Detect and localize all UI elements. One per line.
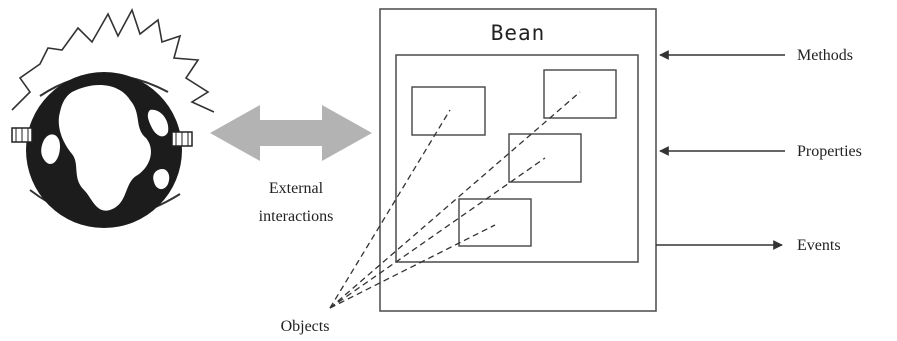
globe-continent bbox=[147, 109, 169, 137]
object-box bbox=[411, 86, 486, 136]
satellite-right bbox=[171, 131, 193, 147]
object-pointer-line bbox=[329, 91, 581, 309]
object-box bbox=[543, 69, 617, 119]
methods-label: Methods bbox=[797, 47, 853, 64]
bean-title: Bean bbox=[491, 21, 546, 45]
object-box bbox=[458, 198, 532, 247]
object-pointer-lines bbox=[329, 91, 581, 309]
world-illustration bbox=[11, 7, 215, 228]
external-label-line2: interactions bbox=[259, 208, 334, 225]
object-pointer-line bbox=[329, 224, 496, 309]
satellite-left bbox=[11, 127, 33, 143]
globe-continent bbox=[153, 168, 170, 190]
properties-label: Properties bbox=[797, 143, 862, 160]
events-label: Events bbox=[797, 237, 841, 254]
external-label-line1: External bbox=[269, 180, 324, 197]
globe-continent bbox=[58, 85, 151, 211]
objects-label: Objects bbox=[281, 318, 330, 335]
object-pointer-line bbox=[329, 109, 451, 309]
globe-continent bbox=[41, 134, 60, 165]
globe-burst-outline bbox=[11, 7, 215, 113]
bean-outer-box bbox=[379, 8, 657, 312]
object-pointer-line bbox=[329, 157, 546, 309]
external-interactions-arrow bbox=[210, 105, 372, 161]
bean-inner-box bbox=[395, 54, 639, 263]
